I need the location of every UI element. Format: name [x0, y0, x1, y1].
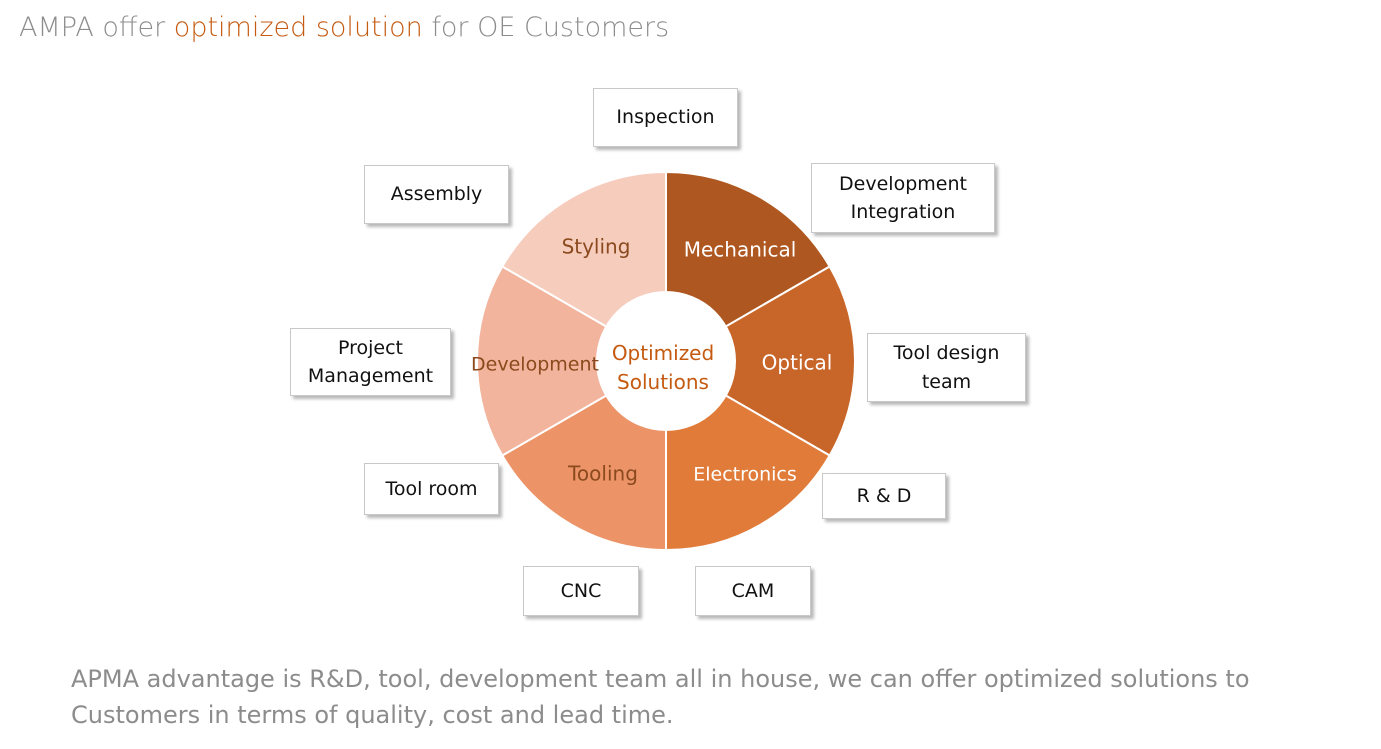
box-dev-integration-line2: Integration — [850, 201, 956, 223]
box-project-mgmt-line2: Management — [307, 365, 434, 387]
segment-label-mechanical: Mechanical — [684, 238, 797, 262]
box-tool-design-line1: Tool design — [893, 342, 1000, 364]
segment-optical — [663, 265, 857, 457]
segment-development — [475, 265, 669, 457]
segment-label-electronics: Electronics — [693, 464, 797, 486]
box-tool-room-line: Tool room — [385, 477, 478, 500]
center-label-line2: Solutions — [617, 370, 709, 394]
title-suffix: for OE Customers — [422, 12, 670, 43]
title-highlight: optimized solution — [173, 12, 423, 43]
segment-label-tooling: Tooling — [567, 462, 638, 486]
page-title: AMPA offer optimized solution for OE Cus… — [19, 12, 669, 43]
segment-label-optical: Optical — [762, 351, 833, 375]
center-label-line1: Optimized — [612, 341, 714, 365]
box-inspection: Inspection — [593, 88, 738, 147]
box-assembly-line: Assembly — [390, 183, 483, 206]
wheel-center — [596, 291, 736, 431]
box-rnd-line: R & D — [856, 484, 912, 507]
box-tool-design-team: Tool design team — [867, 333, 1026, 402]
box-tool-room: Tool room — [364, 463, 499, 515]
box-dev-integration-line1: Development — [839, 172, 967, 195]
box-cnc-line: CNC — [560, 579, 602, 602]
box-assembly: Assembly — [364, 165, 509, 224]
segment-label-development: Development — [471, 354, 599, 376]
title-prefix: AMPA offer — [19, 12, 174, 43]
box-cnc: CNC — [523, 566, 639, 616]
box-cam-line: CAM — [731, 579, 775, 602]
box-rnd: R & D — [822, 473, 946, 519]
box-cam: CAM — [695, 566, 811, 616]
box-inspection-line: Inspection — [616, 106, 715, 129]
segment-label-styling: Styling — [562, 235, 631, 259]
box-project-mgmt-line1: Project — [337, 336, 403, 359]
box-tool-design-line2: team — [921, 370, 972, 393]
summary-text: APMA advantage is R&D, tool, development… — [71, 665, 1250, 729]
